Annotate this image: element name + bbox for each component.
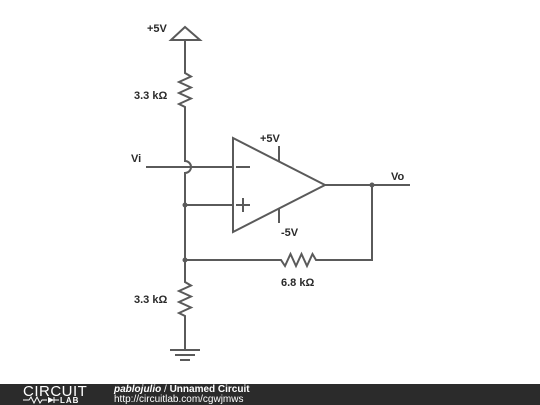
- schematic-diagram: +5V 3.3 kΩ Vi +5V -5V Vo 6.8 kΩ: [131, 23, 410, 361]
- footer-meta-title: pablojulio / Unnamed Circuit: [114, 385, 250, 395]
- node-wire-vertical: [184, 117, 192, 280]
- footer-bar: CIRCUIT LAB pablojulio / Unnamed Circuit…: [0, 383, 540, 405]
- resistor-feedback: [184, 251, 320, 269]
- circuit-title: Unnamed Circuit: [169, 384, 250, 395]
- circuit-url-link[interactable]: http://circuitlab.com/cgwjmws: [114, 394, 244, 405]
- logo-word-circuit: CIRCUIT: [23, 383, 88, 400]
- supply-top-label: +5V: [147, 23, 168, 35]
- input-label: Vi: [131, 153, 141, 165]
- output-label: Vo: [391, 171, 405, 183]
- opamp-vpos-label: +5V: [260, 133, 281, 145]
- resistor-bottom-label: 3.3 kΩ: [134, 294, 167, 306]
- logo-word-lab: LAB: [60, 396, 80, 405]
- circuitlab-logo-icon: [23, 396, 59, 404]
- title-separator: /: [161, 384, 170, 395]
- ground-icon: [170, 339, 200, 361]
- supply-arrow-icon: [168, 25, 203, 71]
- resistor-feedback-label: 6.8 kΩ: [281, 277, 314, 289]
- resistor-top: [176, 69, 194, 119]
- resistor-bottom: [176, 278, 194, 341]
- resistor-top-label: 3.3 kΩ: [134, 90, 167, 102]
- junction-dot: [182, 202, 188, 208]
- feedback-wire: [318, 184, 373, 261]
- opamp: [232, 136, 328, 234]
- feedback-junction-dot: [182, 257, 188, 263]
- author-link[interactable]: pablojulio: [114, 384, 162, 395]
- opamp-vneg-label: -5V: [281, 227, 299, 239]
